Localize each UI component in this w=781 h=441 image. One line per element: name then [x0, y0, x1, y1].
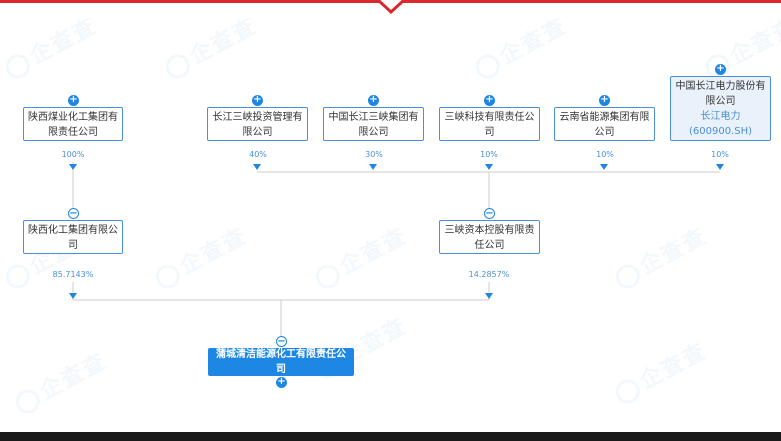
shareholder-name: 三峡资本控股有限责任公司 [444, 225, 535, 251]
share-percentage: 10% [480, 150, 498, 159]
shareholder-node[interactable]: 长江三峡投资管理有限公司 [207, 107, 308, 141]
shareholder-name: 陕西煤业化工集团有限责任公司 [28, 112, 118, 138]
expand-plus-icon[interactable]: + [276, 376, 287, 388]
shareholder-node[interactable]: 陕西煤业化工集团有限责任公司 [23, 107, 123, 141]
top-notch-icon [376, 0, 406, 14]
shareholder-node[interactable]: 陕西化工集团有限公司 [23, 220, 123, 254]
shareholder-name: 三峡科技有限责任公司 [444, 112, 535, 138]
shareholder-name: 云南省能源集团有限公司 [559, 112, 650, 138]
share-percentage: 100% [61, 150, 85, 159]
arrow-down-icon [600, 164, 608, 170]
shareholder-node[interactable]: 云南省能源集团有限公司 [554, 107, 655, 141]
target-company-node[interactable]: 蒲城清洁能源化工有限责任公司 [208, 348, 354, 376]
expand-plus-icon[interactable]: + [68, 94, 79, 106]
collapse-minus-icon[interactable]: − [276, 336, 287, 347]
share-percentage: 10% [711, 150, 729, 159]
arrow-down-icon [253, 164, 261, 170]
target-company-name: 蒲城清洁能源化工有限责任公司 [216, 349, 346, 375]
listed-shareholder-node[interactable]: 中国长江电力股份有限公司 长江电力 (600900.SH) [670, 76, 771, 141]
shareholder-node[interactable]: 中国长江三峡集团有限公司 [323, 107, 424, 141]
shareholder-name: 中国长江三峡集团有限公司 [328, 112, 419, 138]
share-percentage: 10% [596, 150, 614, 159]
expand-plus-icon[interactable]: + [599, 94, 610, 106]
collapse-minus-icon[interactable]: − [484, 208, 495, 219]
arrow-down-icon [69, 164, 77, 170]
arrow-down-icon [485, 293, 493, 299]
expand-plus-icon[interactable]: + [368, 94, 379, 106]
expand-plus-icon[interactable]: + [252, 94, 263, 106]
arrow-down-icon [716, 164, 724, 170]
bottom-bar [0, 432, 781, 441]
arrow-down-icon [69, 293, 77, 299]
share-percentage: 14.2857% [468, 270, 510, 279]
collapse-minus-icon[interactable]: − [68, 208, 79, 219]
expand-plus-icon[interactable]: + [715, 63, 726, 75]
arrow-down-icon [369, 164, 377, 170]
shareholder-node[interactable]: 三峡资本控股有限责任公司 [439, 220, 540, 254]
share-percentage: 30% [365, 150, 383, 159]
stock-code: (600900.SH) [688, 126, 753, 137]
shareholder-name: 陕西化工集团有限公司 [28, 225, 118, 251]
expand-plus-icon[interactable]: + [484, 94, 495, 106]
arrow-down-icon [485, 164, 493, 170]
stock-name-link[interactable]: 长江电力 [700, 111, 741, 122]
shareholder-node[interactable]: 三峡科技有限责任公司 [439, 107, 540, 141]
shareholder-name: 长江三峡投资管理有限公司 [212, 112, 303, 138]
share-percentage: 85.7143% [52, 270, 94, 279]
shareholder-name: 中国长江电力股份有限公司 [675, 81, 766, 107]
share-percentage: 40% [249, 150, 267, 159]
